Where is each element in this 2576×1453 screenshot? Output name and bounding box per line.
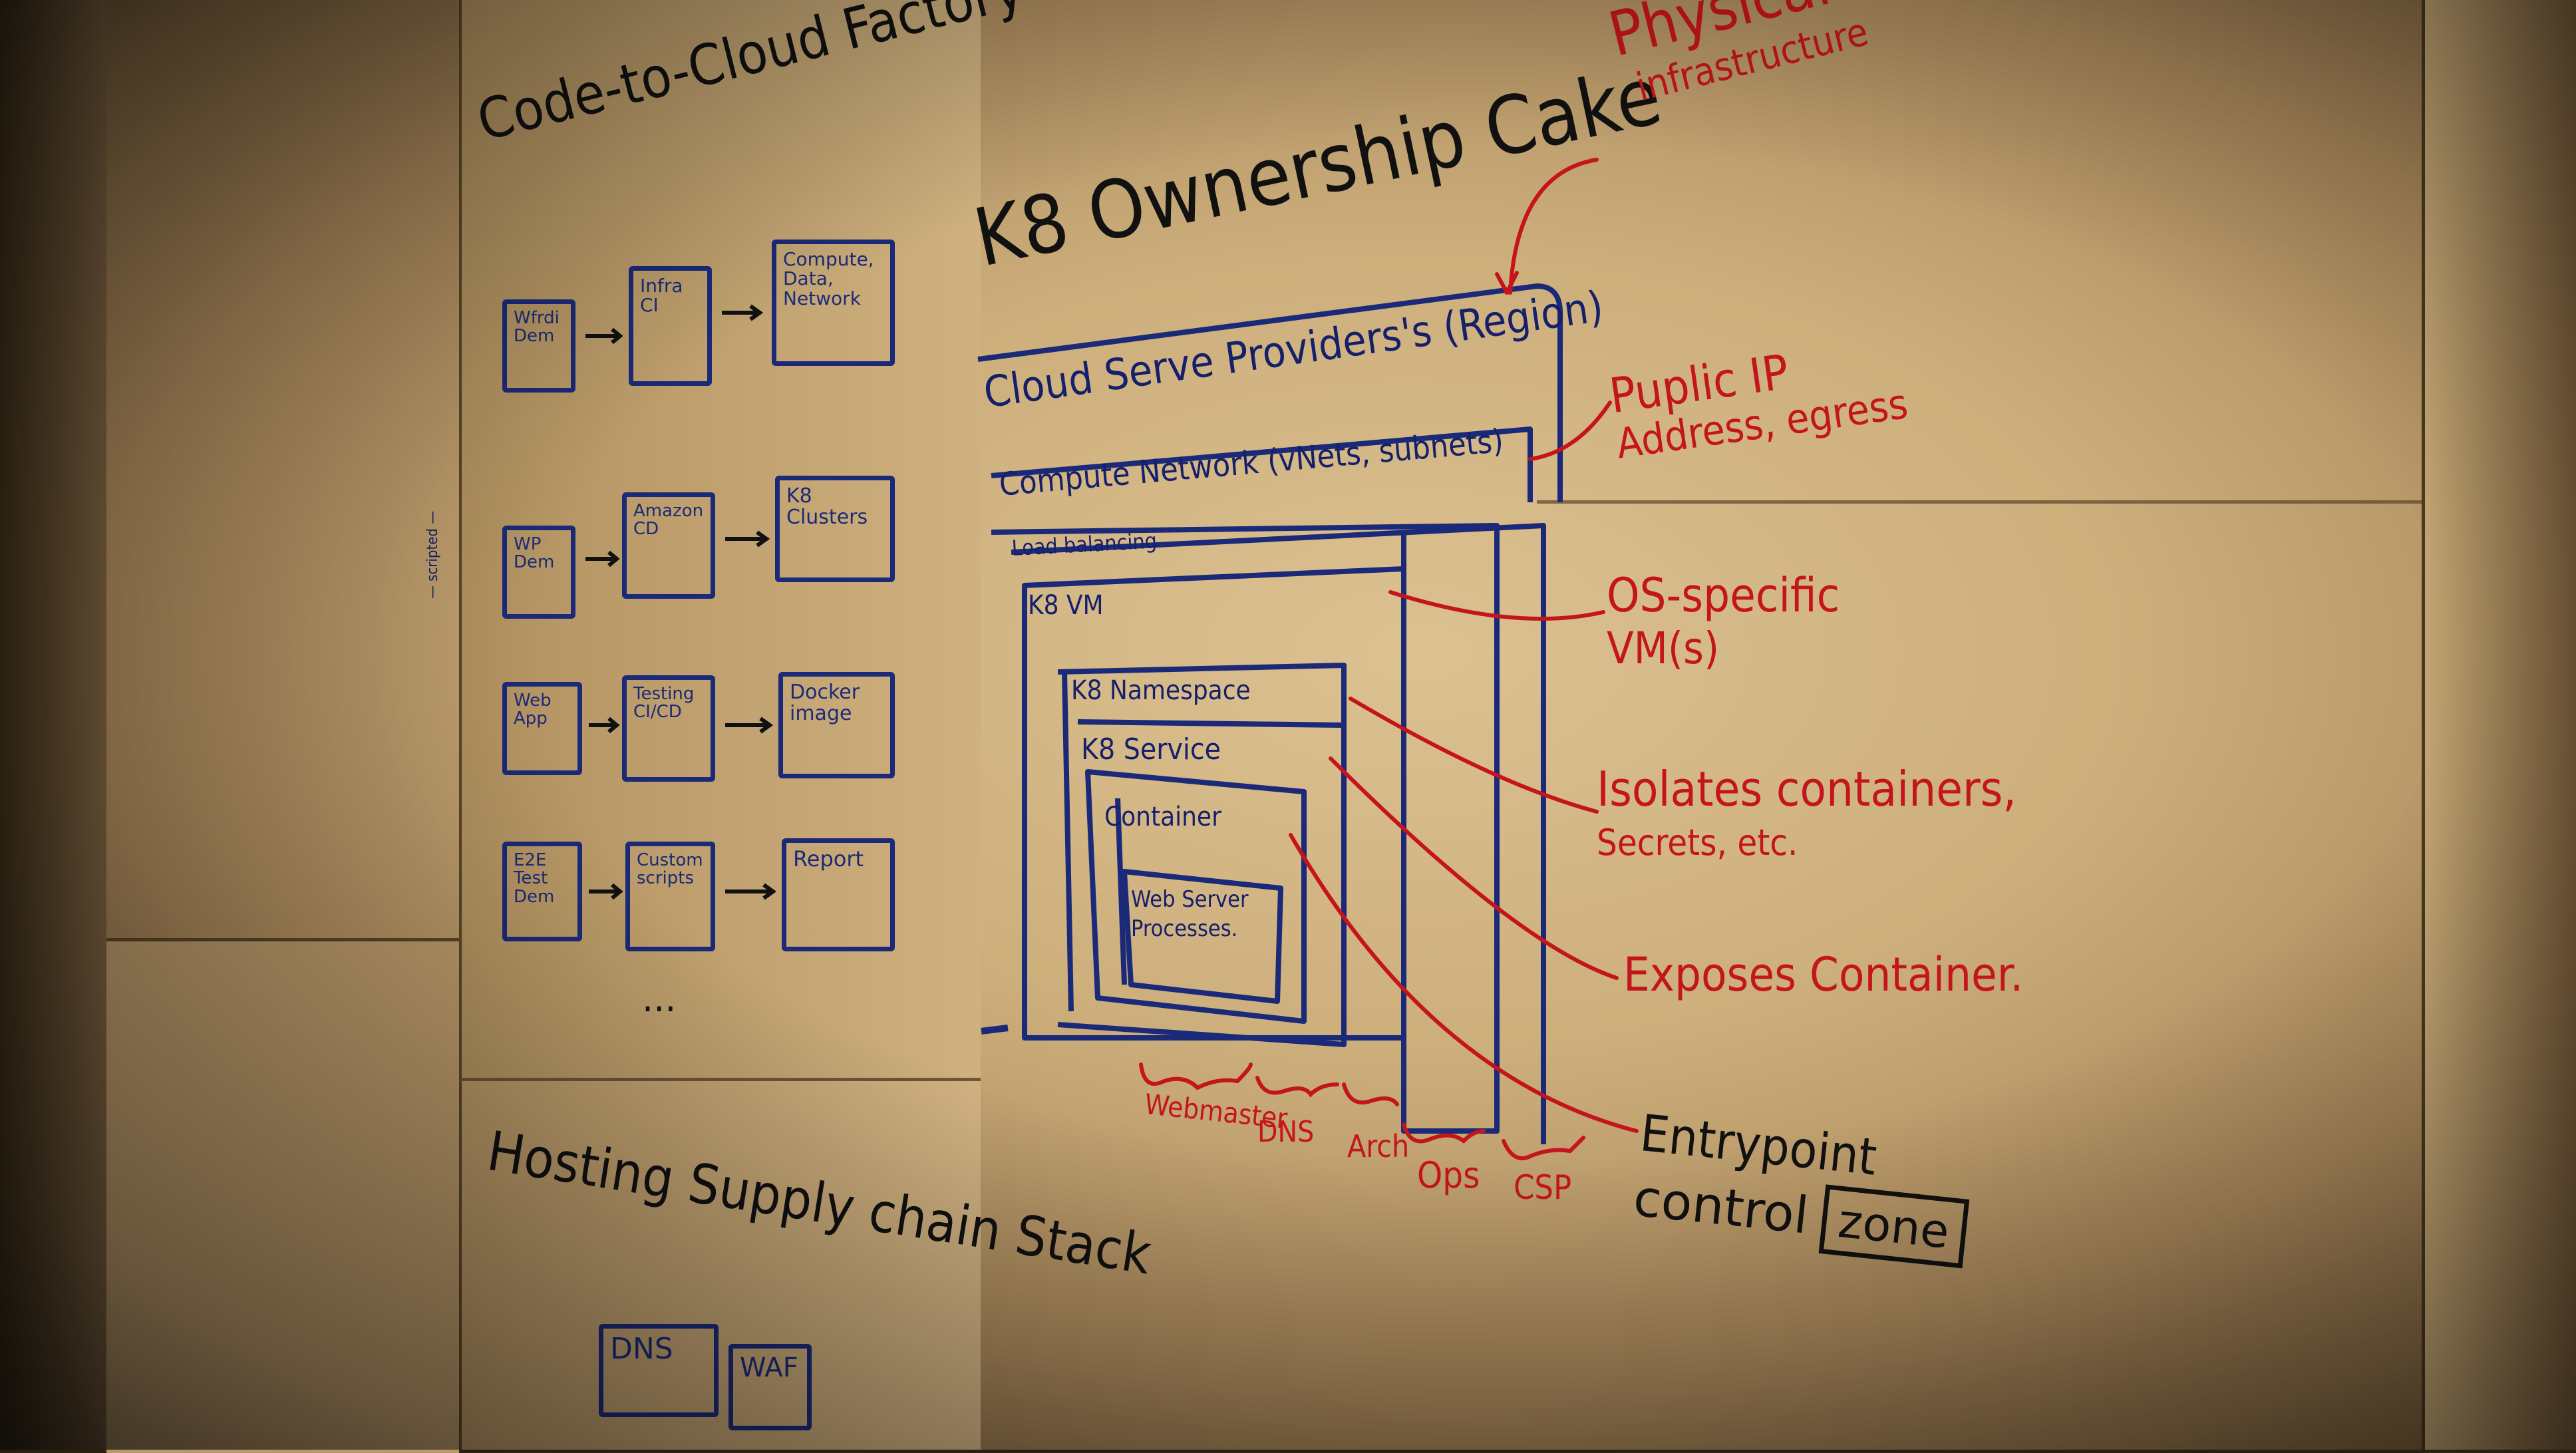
owner-label-csp: CSP [1514, 1168, 1572, 1207]
annotation-exposes: Exposes Container. [1623, 947, 2024, 1002]
annotation-os-specific: OS-specific VM(s) [1607, 568, 1840, 674]
owner-label-arch: Arch [1347, 1128, 1410, 1164]
owner-label-dns: DNS [1257, 1115, 1315, 1149]
annotation-isolates: Isolates containers, Secrets, etc. [1597, 761, 2016, 864]
owner-label-ops: Ops [1417, 1154, 1480, 1196]
